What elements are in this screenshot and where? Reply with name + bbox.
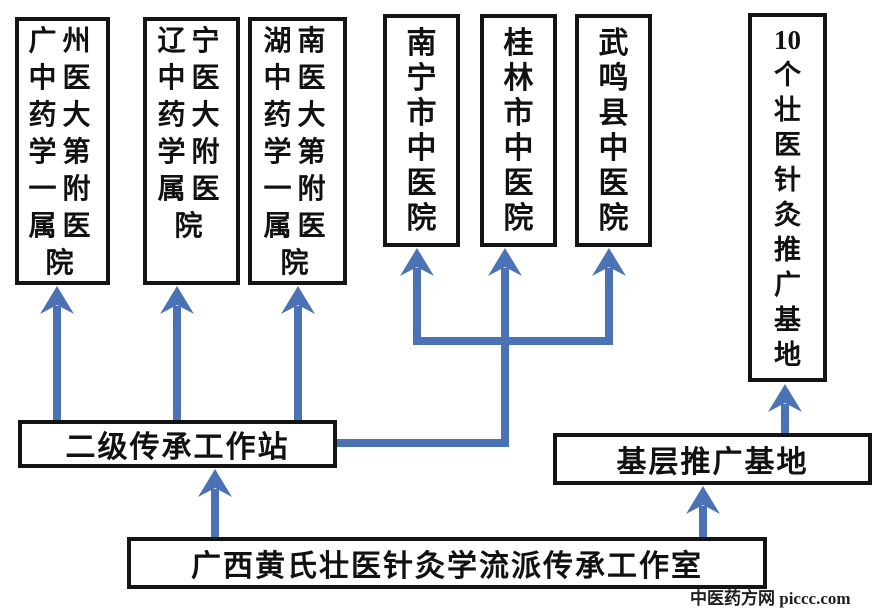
node-studio-root-label: 广西黄氏壮医针灸学流派传承工作室 xyxy=(191,550,703,583)
arrow-workstation-to-guangzhou xyxy=(40,286,74,420)
arrow-studio-to-workstation xyxy=(198,469,232,537)
watermark: 中医药方网 piccc.com xyxy=(690,589,851,608)
node-grassroots-base-label: 基层推广基地 xyxy=(616,446,809,479)
node-wuming-label: 武 鸣 县 中 医 院 xyxy=(598,27,629,235)
arrow-studio-to-grassroots xyxy=(686,486,720,537)
node-liaoning-label: 辽宁 中医 药大 学附 属医 院 xyxy=(157,26,226,242)
node-wuming-hospital: 武 鸣 县 中 医 院 xyxy=(575,14,652,247)
arrow-branch-to-guilin xyxy=(488,248,522,276)
node-guilin-hospital: 桂 林 市 中 医 院 xyxy=(480,14,557,247)
node-promotion-bases-label: 10 个 壮 医 针 灸 推 广 基 地 xyxy=(774,25,801,370)
node-level2-workstation: 二级传承工作站 xyxy=(18,420,337,468)
node-level2-workstation-label: 二级传承工作站 xyxy=(65,431,290,464)
arrow-grassroots-to-bases xyxy=(768,384,802,433)
connector-workstation-branch xyxy=(337,268,613,447)
node-nanning-hospital: 南 宁 市 中 医 院 xyxy=(383,14,460,247)
node-liaoning-hospital: 辽宁 中医 药大 学附 属医 院 xyxy=(143,17,240,285)
node-guilin-label: 桂 林 市 中 医 院 xyxy=(503,27,534,235)
arrow-workstation-to-liaoning xyxy=(160,286,194,420)
node-hunan-label: 湖南 中医 药大 学第 一附 属医 院 xyxy=(263,26,332,279)
node-guangzhou-hospital: 广州 中医 药大 学第 一附 属医 院 xyxy=(15,17,110,285)
arrow-workstation-to-hunan xyxy=(281,286,315,420)
arrow-branch-to-wuming xyxy=(592,248,626,345)
arrow-branch-to-nanning xyxy=(400,248,434,345)
node-hunan-hospital: 湖南 中医 药大 学第 一附 属医 院 xyxy=(248,17,347,285)
node-guangzhou-label: 广州 中医 药大 学第 一附 属医 院 xyxy=(28,26,97,279)
node-nanning-label: 南 宁 市 中 医 院 xyxy=(406,27,437,235)
node-grassroots-base: 基层推广基地 xyxy=(553,433,872,485)
node-promotion-bases: 10 个 壮 医 针 灸 推 广 基 地 xyxy=(748,13,827,382)
node-studio-root: 广西黄氏壮医针灸学流派传承工作室 xyxy=(127,537,767,589)
